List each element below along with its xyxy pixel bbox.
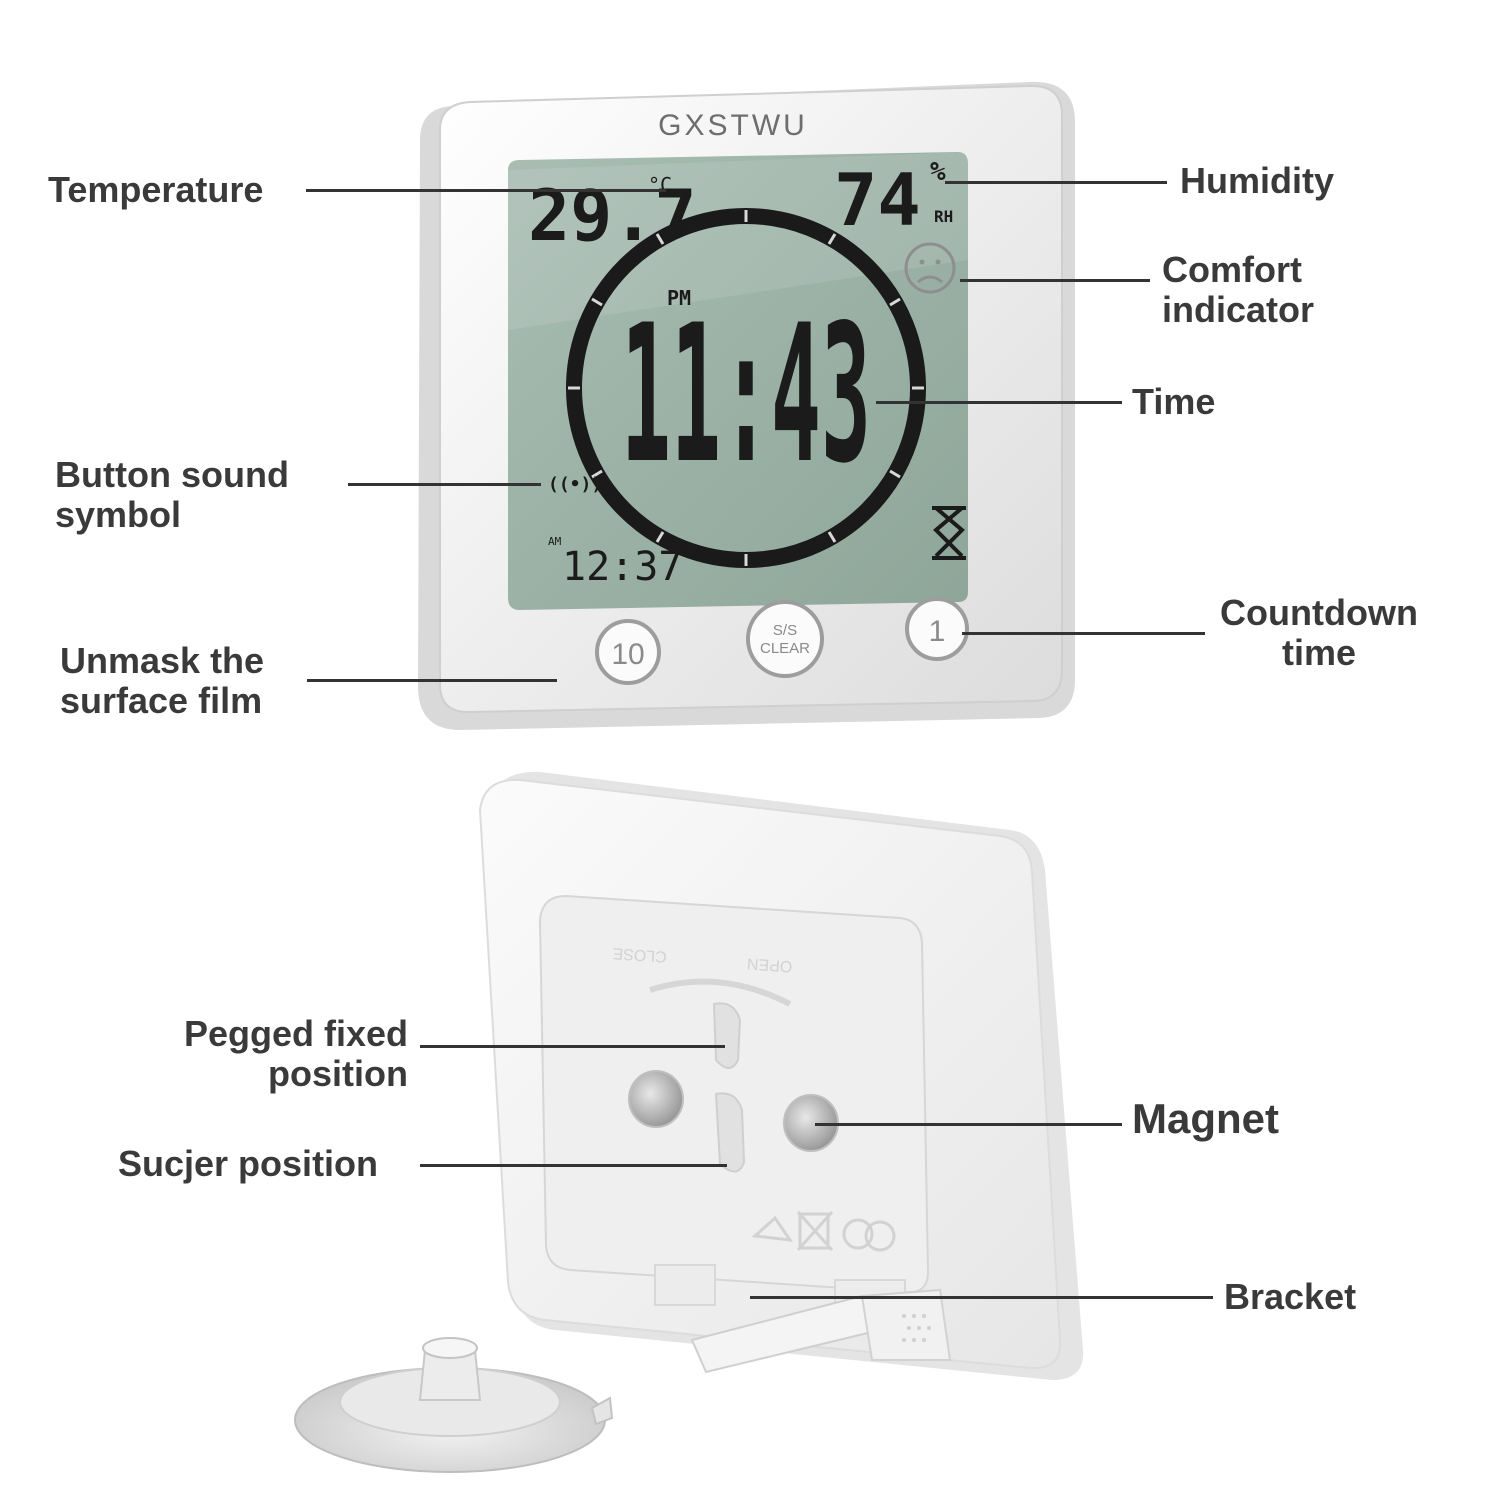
leader-sucker [420, 1164, 727, 1167]
leader-humidity [945, 181, 1167, 184]
countdown-ampm: AM [548, 535, 562, 548]
keyhole-upper [712, 1002, 742, 1069]
button-clear-label: CLEAR [760, 640, 810, 657]
brand-logo: GXSTWU [658, 109, 808, 142]
hourglass-icon [932, 506, 966, 560]
label-magnet: Magnet [1132, 1095, 1279, 1142]
button-10[interactable]: 10 [595, 619, 661, 685]
leader-button-sound [348, 483, 541, 486]
label-temperature: Temperature [48, 169, 264, 210]
humidity-unit: RH [934, 207, 953, 226]
magnet-left [628, 1070, 684, 1128]
label-countdown-line2: time [1281, 632, 1357, 673]
button-ss-label: S/S [773, 622, 797, 639]
label-unmask-line2: surface film [60, 680, 263, 721]
leader-magnet [815, 1123, 1122, 1126]
label-bracket: Bracket [1224, 1276, 1357, 1317]
button-ss-clear[interactable]: S/S CLEAR [746, 600, 824, 678]
suction-cup [294, 1337, 614, 1473]
label-comfort-indicator: Comfort indicator [1162, 250, 1314, 330]
sound-symbol: ((•)) [548, 474, 602, 495]
lcd-screen: 29.7 °C 74 % RH PM 11:43 ((•)) AM 12:37 [508, 152, 968, 610]
leader-unmask [307, 679, 557, 682]
leader-time [876, 401, 1122, 404]
label-unmask: Unmask the surface film [60, 641, 264, 721]
label-button-sound: Button sound symbol [55, 455, 289, 535]
label-pegged-line2: position [268, 1053, 408, 1094]
humidity-percent: % [930, 157, 946, 187]
ampm-indicator: PM [667, 286, 691, 310]
clock-back: CLOSE OPEN [478, 771, 1084, 1380]
label-pegged: Pegged fixed position [158, 1014, 408, 1094]
label-comfort-line1: Comfort [1162, 249, 1302, 290]
button-10-label: 10 [611, 638, 644, 671]
leader-pegged [420, 1045, 725, 1048]
humidity-value: 74 [834, 158, 921, 242]
embossed-open: OPEN [746, 954, 792, 974]
button-1[interactable]: 1 [905, 597, 969, 661]
leader-bracket [750, 1296, 1213, 1299]
countdown-value: 12:37 [562, 544, 682, 590]
leader-comfort [960, 279, 1150, 282]
ring-tick-marks [568, 210, 924, 566]
recycle-marks [751, 1210, 896, 1252]
label-button-sound-line2: symbol [55, 494, 182, 535]
label-countdown: Countdown time [1208, 593, 1430, 673]
label-unmask-line1: Unmask the [60, 640, 265, 681]
label-button-sound-line1: Button sound [55, 454, 289, 495]
sad-face-icon [904, 242, 956, 294]
label-comfort-line2: indicator [1162, 289, 1315, 330]
label-countdown-line1: Countdown [1220, 592, 1418, 633]
leader-countdown [962, 632, 1205, 635]
label-time: Time [1132, 381, 1216, 422]
label-humidity: Humidity [1180, 160, 1335, 201]
temperature-unit: °C [648, 173, 672, 197]
clock-front: GXSTWU 29.7 °C 74 [418, 81, 1075, 731]
embossed-close: CLOSE [612, 944, 667, 965]
main-time: 11:43 [621, 284, 871, 505]
label-pegged-line1: Pegged fixed [183, 1013, 408, 1054]
label-sucker: Sucjer position [118, 1143, 379, 1184]
temperature-value: 29.7 [528, 175, 697, 257]
bracket [654, 1264, 952, 1374]
keyhole-lower [714, 1092, 746, 1173]
button-1-label: 1 [929, 615, 946, 648]
leader-temperature [306, 189, 666, 192]
